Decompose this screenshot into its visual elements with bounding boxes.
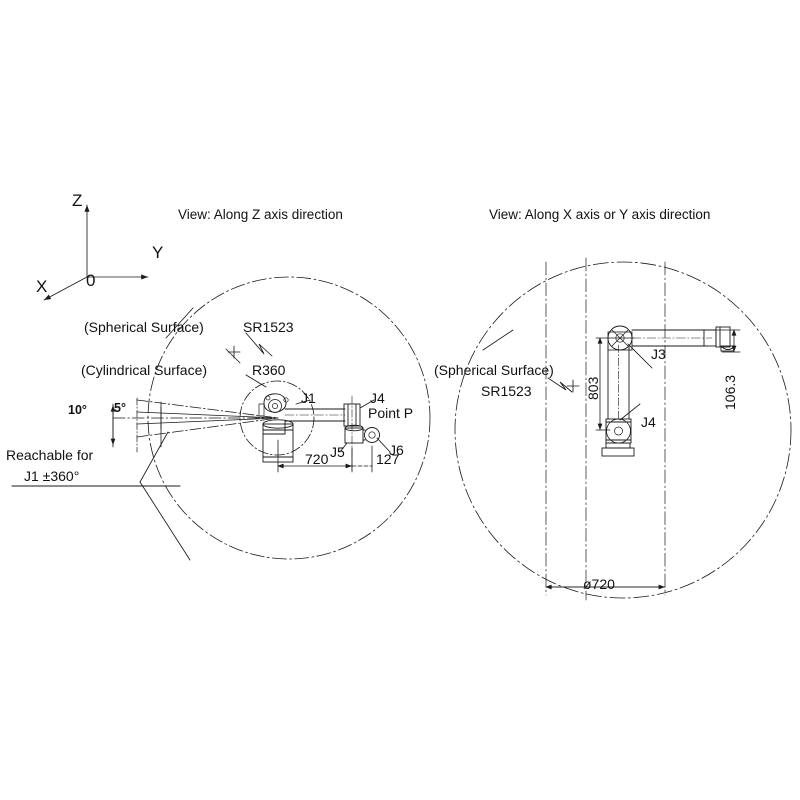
robot-left-view — [258, 393, 380, 471]
dimension-label-720: 720 — [305, 451, 329, 467]
leader-reachable-note — [139, 481, 191, 561]
leader-j4-right — [619, 403, 641, 421]
dimension-label-106-3: 106.3 — [722, 374, 738, 410]
joint-label-j6: J6 — [389, 442, 404, 458]
axis-label-x: X — [36, 277, 48, 296]
leader-j6 — [376, 437, 391, 453]
angle-wedge-group — [110, 397, 279, 453]
leader-j4-left — [359, 399, 375, 409]
cross-mark-right — [566, 379, 580, 393]
dimension-label-127: 127 — [376, 451, 400, 467]
dimension-label-803: 803 — [585, 376, 601, 400]
angle-10-label: 10° — [68, 403, 87, 417]
dimension-106-3 — [707, 329, 741, 353]
leader-sr1523-right — [547, 377, 573, 393]
angle-5-label: 5° — [114, 401, 126, 415]
coordinate-axes-icon — [43, 204, 149, 301]
leader-reachable-note-2 — [139, 431, 169, 483]
joint-label-j4-right: J4 — [641, 414, 656, 430]
sr1523-value-right: SR1523 — [481, 383, 532, 399]
leader-spherical-left — [165, 307, 194, 339]
robot-right-view — [601, 325, 735, 457]
dimension-label-dia-720: ø720 — [583, 576, 615, 592]
leader-cylindrical-left — [245, 374, 267, 388]
leader-j5 — [339, 442, 348, 453]
joint-label-j1: J1 — [301, 390, 316, 406]
sr1523-value-left: SR1523 — [243, 319, 294, 335]
leader-j3 — [627, 343, 653, 369]
joint-label-j3: J3 — [651, 346, 666, 362]
leader-sr1523-left-2 — [225, 348, 241, 364]
joint-label-j5: J5 — [330, 444, 345, 460]
view-xy-title: View: Along X axis or Y axis direction — [489, 207, 711, 222]
axis-origin-label: 0 — [86, 271, 96, 290]
spherical-surface-label-right: (Spherical Surface) — [434, 362, 554, 378]
spherical-surface-label-left: (Spherical Surface) — [84, 319, 204, 335]
reachable-note-line2: J1 ±360° — [24, 468, 80, 484]
joint-label-j4-left: J4 — [370, 390, 385, 406]
r360-value: R360 — [252, 362, 286, 378]
right-view-outer-envelope-circle — [454, 261, 792, 599]
leader-j1 — [295, 399, 311, 405]
dimension-803 — [595, 337, 635, 431]
left-view-inner-envelope-circle — [239, 380, 315, 456]
leader-spherical-right — [482, 329, 514, 351]
point-p-label: Point P — [368, 405, 414, 421]
cylindrical-surface-label: (Cylindrical Surface) — [81, 362, 208, 378]
reachable-note-line1: Reachable for — [6, 447, 94, 463]
view-z-title: View: Along Z axis direction — [178, 207, 343, 222]
leader-sr1523-left — [245, 332, 273, 357]
dimension-720-127 — [277, 439, 373, 473]
cross-mark-left — [227, 345, 241, 359]
axis-label-y: Y — [152, 243, 164, 262]
axis-label-z: Z — [72, 191, 83, 210]
